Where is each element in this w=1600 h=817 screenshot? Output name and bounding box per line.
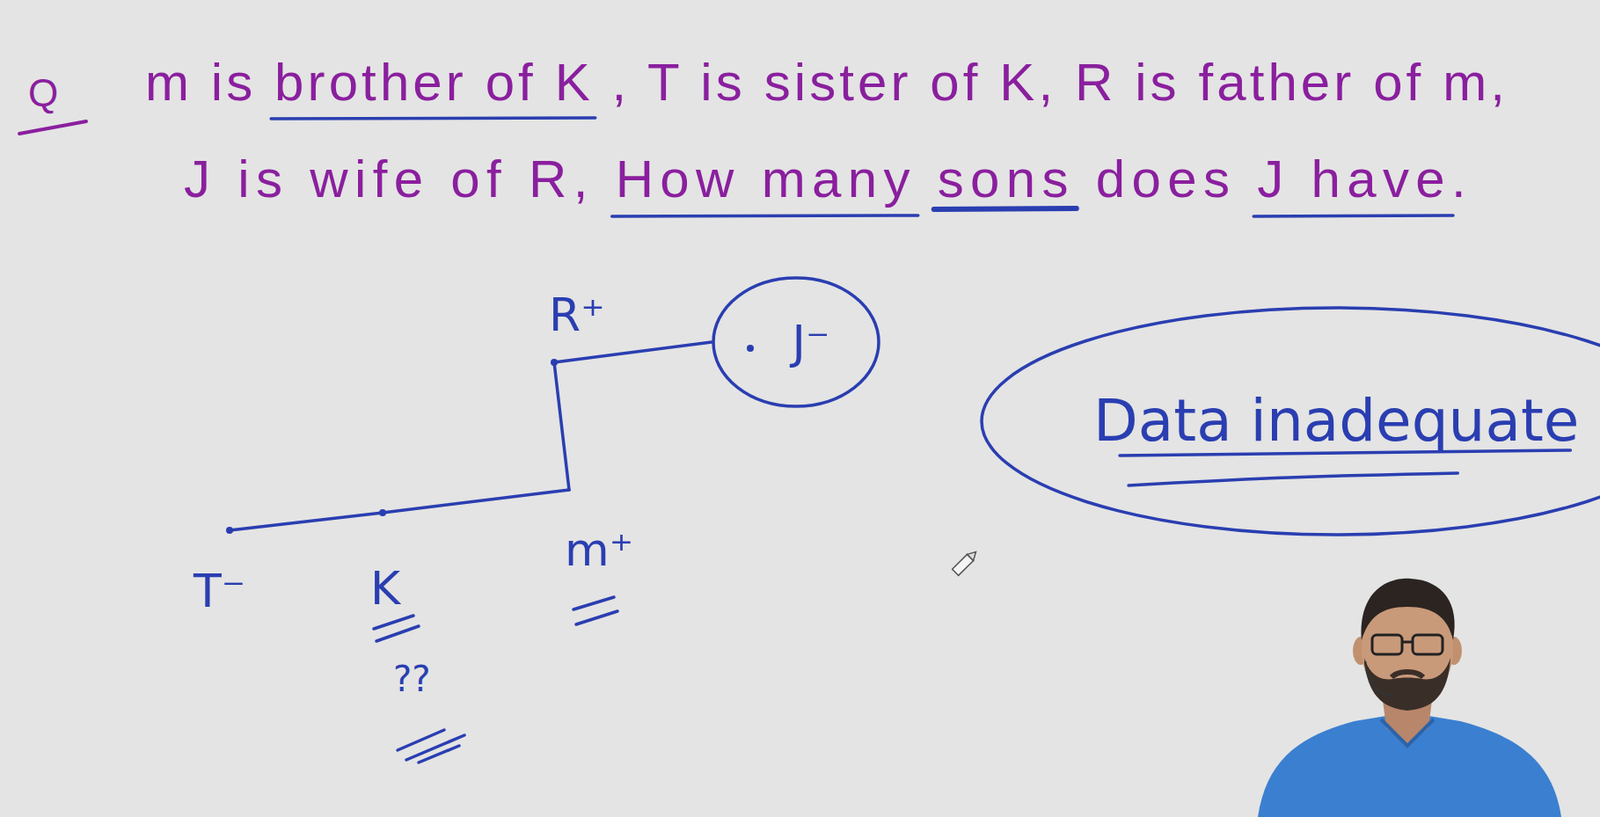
ellipse-outline: [713, 277, 879, 407]
family-member: R⁺: [545, 292, 611, 363]
family-member: m⁺: [559, 489, 639, 573]
family-member: K: [365, 512, 406, 612]
hair: [1361, 578, 1455, 641]
tick-mark: [373, 615, 414, 629]
glasses-lens: [1372, 635, 1403, 655]
node-text: J⁻: [792, 319, 831, 366]
emphasis-underline: [270, 117, 596, 119]
glasses-lens: [1412, 635, 1443, 655]
junction-dot: [550, 358, 558, 366]
doubt-mark: ??: [393, 661, 431, 697]
glasses-bridge: [1402, 641, 1413, 644]
doubt-mark: ??: [393, 661, 431, 697]
tick-mark: [418, 745, 460, 763]
question-marker: Q: [28, 73, 59, 113]
answer-underline: [1128, 473, 1458, 486]
node-text: R⁺: [548, 292, 606, 338]
presenter-figure: [1257, 578, 1562, 817]
tick-mark: [576, 611, 618, 625]
beard: [1364, 657, 1451, 711]
family-line: [382, 489, 570, 513]
node-text: T⁻: [193, 568, 246, 614]
tick-marks: [373, 597, 618, 763]
emphasis-underline: [934, 208, 1077, 210]
node-text: K: [370, 565, 401, 612]
circled-member: J⁻: [711, 276, 881, 409]
junction-dot: [226, 526, 234, 534]
family-line: [554, 362, 570, 490]
junction-dot: [379, 509, 387, 517]
question-text: J is wife of R, How many sons does J hav…: [183, 153, 1473, 206]
node-text: Data inadequate: [1093, 392, 1579, 451]
q-underline: [19, 121, 87, 134]
family-member: T⁻: [188, 530, 251, 614]
tick-mark: [376, 626, 419, 642]
moustache: [1391, 672, 1424, 678]
emphasis-underline: [612, 215, 919, 217]
family-line: [554, 342, 712, 363]
question-text: J is wife of R, How many sons does J hav…: [183, 153, 1473, 206]
answer-underline: [1119, 450, 1571, 456]
pen-cursor: [952, 548, 979, 576]
answer-ellipse: Data inadequate: [979, 306, 1600, 537]
family-line: [229, 512, 383, 531]
headset-mic: [1365, 661, 1394, 695]
ellipse-outline: [981, 307, 1600, 535]
collar: [1380, 719, 1434, 746]
tick-mark: [573, 597, 614, 610]
junction-dot: [746, 344, 754, 352]
question-text: m is brother of K , T is sister of K, R …: [145, 56, 1509, 110]
pen-tip: [967, 548, 979, 561]
question-text: m is brother of K , T is sister of K, R …: [145, 56, 1509, 110]
emphasis-underline: [1253, 215, 1454, 217]
question-marker: Q: [28, 73, 59, 113]
node-text: m⁺: [564, 526, 634, 573]
